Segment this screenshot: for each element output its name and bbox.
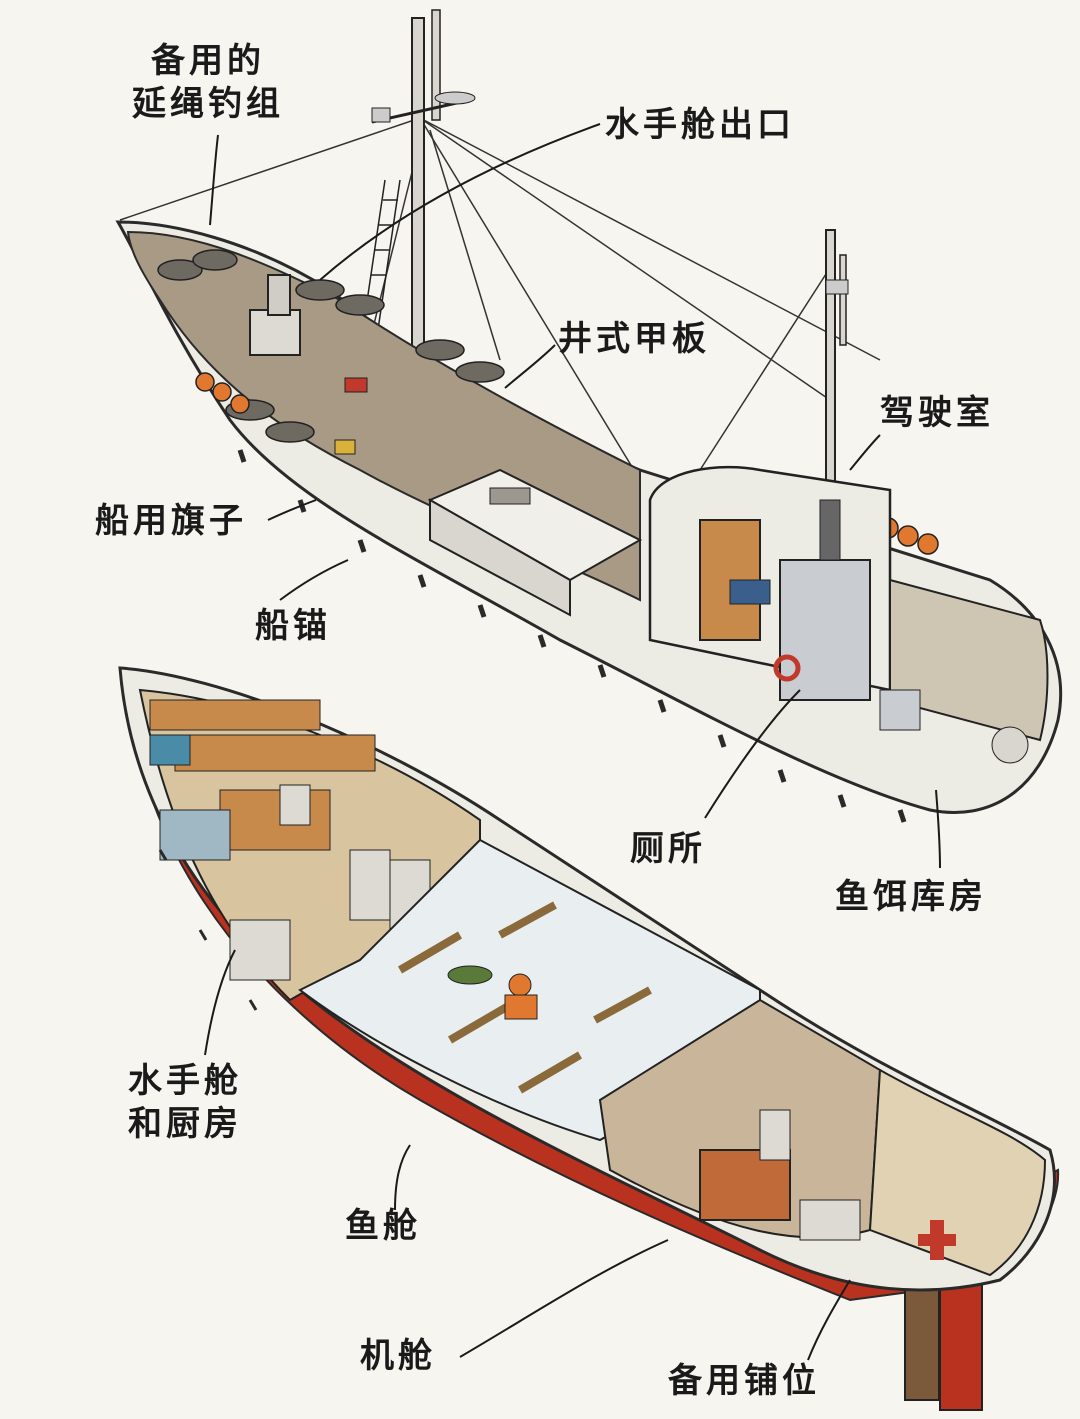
label-spare-longline: 备用的 延绳钓组 <box>132 40 284 125</box>
bait-store-area <box>879 578 1049 764</box>
label-bait-store: 鱼饵库房 <box>835 877 987 917</box>
engine-room-compartment <box>598 998 882 1239</box>
label-fish-hold: 鱼舱 <box>345 1206 421 1246</box>
lower-ship <box>118 666 1060 1411</box>
label-ship-flag: 船用旗子 <box>95 501 247 541</box>
fish-hold-compartment <box>298 838 761 1142</box>
label-wheelhouse: 驾驶室 <box>880 393 994 433</box>
label-crew-galley: 水手舱 和厨房 <box>128 1060 242 1145</box>
crew-quarters <box>138 688 481 1002</box>
label-anchor: 船锚 <box>255 606 331 646</box>
label-well-deck: 井式甲板 <box>558 319 710 359</box>
lower-hull-ribs <box>158 849 258 1011</box>
leader-lines <box>204 123 941 1361</box>
flags <box>334 377 368 455</box>
label-spare-berth: 备用铺位 <box>668 1361 820 1401</box>
label-crew-galley-line1: 水手舱 <box>128 1061 242 1101</box>
spare-berth-compartment <box>799 1068 1047 1277</box>
rigging <box>119 117 881 481</box>
wheelhouse-structure <box>648 465 892 701</box>
label-crew-hatch: 水手舱出口 <box>605 105 795 145</box>
rudder <box>904 1269 983 1411</box>
label-spare-longline-line1: 备用的 <box>151 41 265 81</box>
fish-hatch-box <box>427 468 643 617</box>
label-crew-galley-line2: 和厨房 <box>128 1103 242 1144</box>
mizzen-mast <box>825 229 849 511</box>
label-toilet: 厕所 <box>630 829 706 869</box>
longline-coils <box>157 249 505 443</box>
label-engine-room: 机舱 <box>360 1336 436 1376</box>
label-spare-longline-line2: 延绳钓组 <box>132 83 284 124</box>
crew-hatch-box <box>249 274 301 356</box>
